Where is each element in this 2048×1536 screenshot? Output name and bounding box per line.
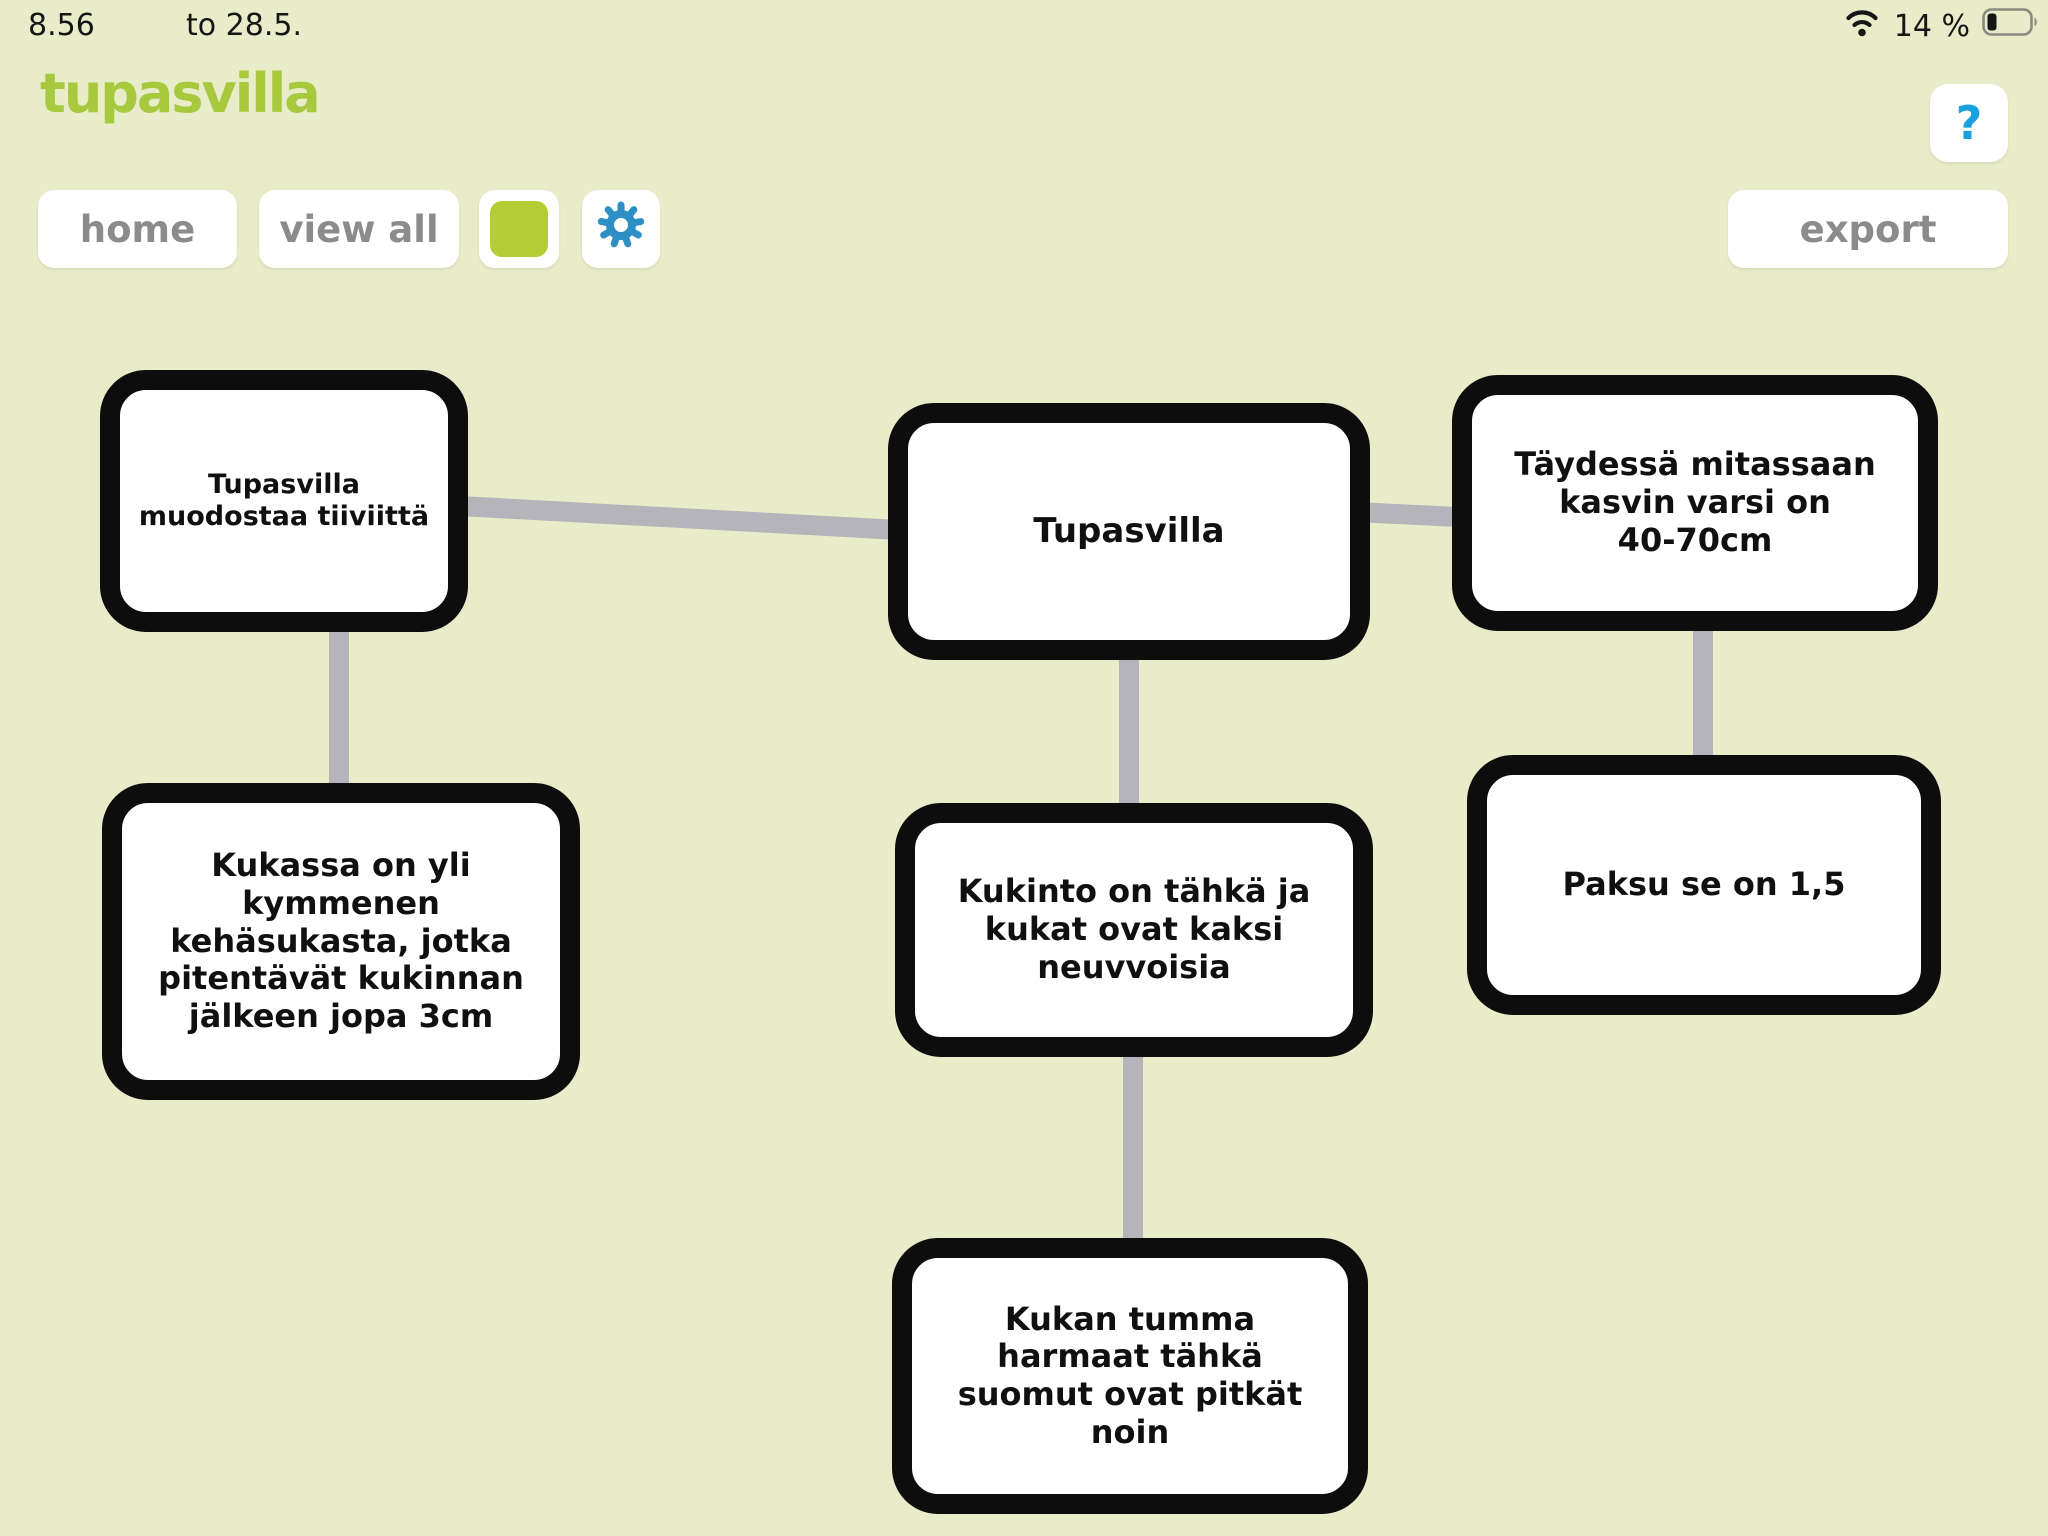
help-button[interactable]: ? (1930, 84, 2008, 162)
node-label: Kukinto on tähkä ja kukat ovat kaksi neu… (957, 872, 1311, 986)
battery-icon (1982, 7, 2040, 45)
mindmap-node-kukinto-on[interactable]: Kukinto on tähkä ja kukat ovat kaksi neu… (895, 803, 1373, 1057)
mindmap-node-kukan-tumma[interactable]: Kukan tumma harmaat tähkä suomut ovat pi… (892, 1238, 1368, 1514)
wifi-icon (1842, 6, 1882, 46)
statusbar-date: to 28.5. (186, 8, 302, 43)
question-mark-icon: ? (1955, 96, 1983, 150)
export-button[interactable]: export (1728, 190, 2008, 268)
node-label: Tupasvilla muodostaa tiiviittä (138, 469, 430, 532)
statusbar-left: 8.56 to 28.5. (28, 8, 302, 43)
battery-percent: 14 % (1893, 8, 1970, 44)
home-button[interactable]: home (38, 190, 237, 268)
statusbar-right: 14 % (1842, 6, 2040, 46)
view-all-button[interactable]: view all (259, 190, 459, 268)
node-label: Täydessä mitassaan kasvin varsi on 40-70… (1514, 445, 1876, 559)
mindmap-node-tupasvilla[interactable]: Tupasvilla (888, 403, 1370, 660)
connector-node1-node2 (459, 496, 901, 540)
color-swatch-button[interactable] (479, 190, 559, 268)
mindmap-node-taydessa-mitassaan[interactable]: Täydessä mitassaan kasvin varsi on 40-70… (1452, 375, 1938, 631)
gear-icon (597, 201, 645, 258)
mindmap-node-kukassa-on[interactable]: Kukassa on yli kymmenen kehäsukasta, jot… (102, 783, 580, 1100)
node-label: Kukan tumma harmaat tähkä suomut ovat pi… (957, 1299, 1303, 1451)
settings-button[interactable] (582, 190, 660, 268)
mindmap-node-tupasvilla-muodostaa[interactable]: Tupasvilla muodostaa tiiviittä (100, 370, 468, 632)
color-swatch-icon (490, 201, 548, 257)
mindmap-node-paksu-se-on[interactable]: Paksu se on 1,5 (1467, 755, 1941, 1015)
node-label: Tupasvilla (1033, 511, 1225, 552)
node-label: Kukassa on yli kymmenen kehäsukasta, jot… (158, 846, 524, 1036)
node-label: Paksu se on 1,5 (1562, 865, 1846, 904)
statusbar-time: 8.56 (28, 8, 95, 43)
app-logo: tupasvilla (40, 62, 321, 125)
